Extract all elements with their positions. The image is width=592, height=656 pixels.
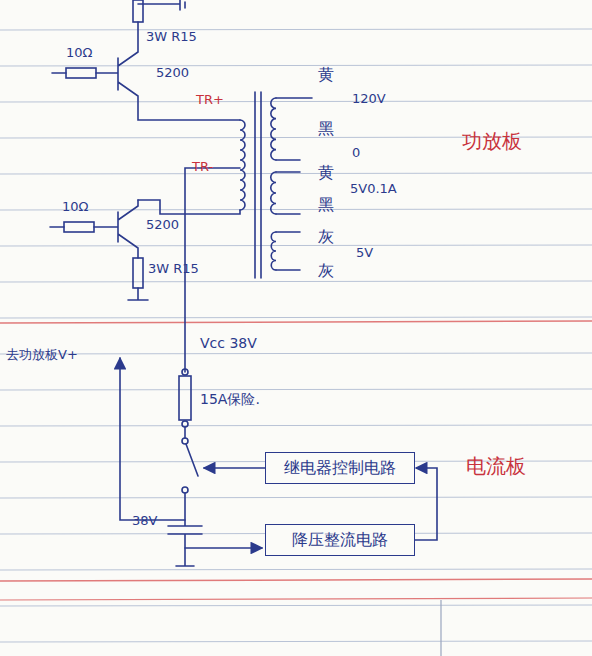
schematic-label: 10Ω: [62, 200, 88, 214]
schematic-label: 功放板: [462, 130, 522, 152]
transformer-core: [255, 92, 261, 278]
ground-wire: [138, 0, 185, 10]
block-text: 降压整流电路: [274, 530, 406, 550]
transistor-symbol: [52, 22, 240, 120]
transformer-windings: [240, 98, 276, 270]
resistor-symbol: [66, 68, 96, 78]
signal-connector: [415, 468, 437, 540]
transistor-symbol: [50, 200, 148, 300]
schematic-label: 5200: [146, 218, 179, 232]
schematic-label: TR+: [196, 93, 224, 107]
schematic-label: 3W R15: [148, 262, 199, 276]
feed-arrow: [185, 547, 262, 549]
schematic-label: 黄: [318, 66, 334, 84]
collector-wire: [138, 200, 240, 214]
schematic-label: 灰: [318, 228, 334, 246]
schematic-label: TR-: [192, 160, 213, 174]
block-text: 继电器控制电路: [274, 458, 406, 478]
schematic-label: 黑: [318, 120, 334, 138]
secondary-leads: [276, 98, 312, 270]
circuit-block: 继电器控制电路: [265, 452, 415, 484]
schematic-label: 5V0.1A: [350, 182, 397, 196]
resistor-symbol: [133, 258, 143, 288]
schematic-label: 38V: [132, 514, 157, 528]
schematic-label: 0: [352, 146, 360, 160]
relay-contact: [186, 444, 198, 476]
schematic-label: 去功放板V+: [6, 348, 78, 362]
circuit-block: 降压整流电路: [265, 524, 415, 556]
schematic-label: 120V: [352, 92, 386, 106]
schematic-label: 3W R15: [146, 30, 197, 44]
schematic-label: 15A保险.: [200, 392, 260, 407]
schematic-label: 10Ω: [66, 46, 92, 60]
fuse-symbol: [179, 376, 191, 420]
schematic-label: 灰: [318, 262, 334, 280]
schematic-label: Vcc 38V: [200, 336, 257, 351]
schematic-label: 黄: [318, 164, 334, 182]
schematic-label: 5V: [356, 246, 373, 260]
schematic-label: 电流板: [466, 455, 526, 477]
relay-drive-arrow: [204, 467, 265, 469]
v-plus-arrow: [120, 358, 185, 520]
schematic-label: 5200: [156, 66, 189, 80]
schematic-label: 黑: [318, 196, 334, 214]
resistor-symbol: [64, 222, 94, 232]
capacitor-symbol: [168, 493, 202, 566]
